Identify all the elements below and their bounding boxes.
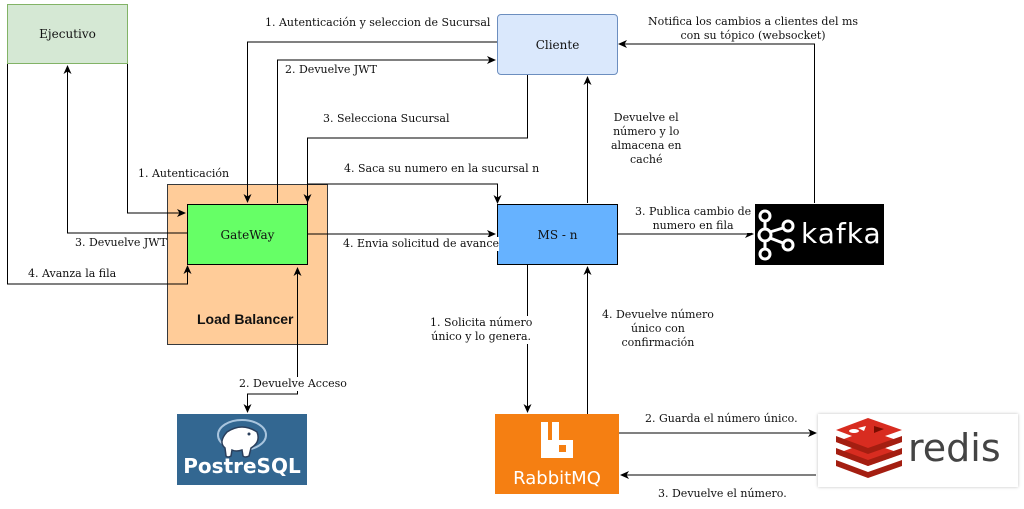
- load-balancer-label: Load Balancer: [197, 311, 294, 327]
- redis-logo: redis: [818, 414, 1018, 487]
- kafka-icon: [757, 209, 795, 261]
- edge-exec-auth: [127, 64, 186, 217]
- gateway-node: GateWay: [187, 204, 308, 265]
- cliente-label: Cliente: [535, 37, 580, 52]
- redis-label: redis: [908, 426, 1001, 470]
- cliente-node: Cliente: [497, 14, 618, 75]
- label-save-unique: 2. Guarda el número único.: [645, 412, 798, 426]
- edge-auth-select-branch: [243, 41, 497, 203]
- ejecutivo-node: Ejecutivo: [7, 4, 128, 64]
- edge-returns-access: [243, 347, 298, 413]
- label-returns-jwt-client: 2. Devuelve JWT: [285, 63, 377, 77]
- edge-returns-jwt-client: [277, 56, 496, 203]
- postgres-logo: PostreSQL: [177, 414, 307, 485]
- edge-select-branch: [303, 75, 528, 203]
- kafka-logo: kafka: [755, 204, 884, 265]
- ms-label: MS - n: [537, 227, 578, 242]
- label-returns-number: 3. Devuelve el número.: [658, 487, 787, 501]
- label-exec-advance: 4. Avanza la fila: [28, 267, 117, 281]
- kafka-label: kafka: [801, 217, 882, 250]
- label-take-number: 4. Saca su numero en la sucursal n: [344, 162, 540, 176]
- label-auth-select-branch: 1. Autenticación y seleccion de Sucursal: [265, 16, 491, 30]
- postgres-elephant-icon: [217, 419, 267, 458]
- rabbitmq-logo: RabbitMQ: [495, 414, 619, 494]
- edge-take-number: [307, 183, 502, 204]
- label-returns-number-store: Devuelve el número y lo almacena en cach…: [611, 111, 682, 167]
- label-returns-access: 2. Devuelve Acceso: [239, 377, 347, 391]
- label-exec-returns-jwt: 3. Devuelve JWT: [75, 236, 167, 250]
- label-send-advance: 4. Envia solicitud de avance: [343, 237, 500, 251]
- rabbitmq-icon: [541, 422, 573, 458]
- postgres-label: PostreSQL: [183, 454, 301, 478]
- gateway-label: GateWay: [220, 227, 275, 242]
- edge-exec-advance: [7, 64, 192, 285]
- label-publish-change: 3. Publica cambio de numero en fila: [635, 205, 752, 233]
- label-notify-clients: Notifica los cambios a clientes del ms c…: [648, 15, 859, 43]
- rabbitmq-label: RabbitMQ: [513, 468, 601, 489]
- edge-exec-returns-jwt: [63, 65, 187, 234]
- edge-notify-clients: [618, 40, 815, 203]
- label-select-branch: 3. Selecciona Sucursal: [323, 112, 450, 126]
- label-returns-unique: 4. Devuelve número único con confirmació…: [602, 308, 714, 350]
- ejecutivo-label: Ejecutivo: [39, 27, 96, 41]
- label-request-unique: 1. Solicita número único y lo genera.: [430, 316, 533, 344]
- label-exec-auth: 1. Autenticación: [138, 167, 230, 181]
- redis-cube-icon: [836, 418, 902, 478]
- ms-node: MS - n: [497, 204, 618, 265]
